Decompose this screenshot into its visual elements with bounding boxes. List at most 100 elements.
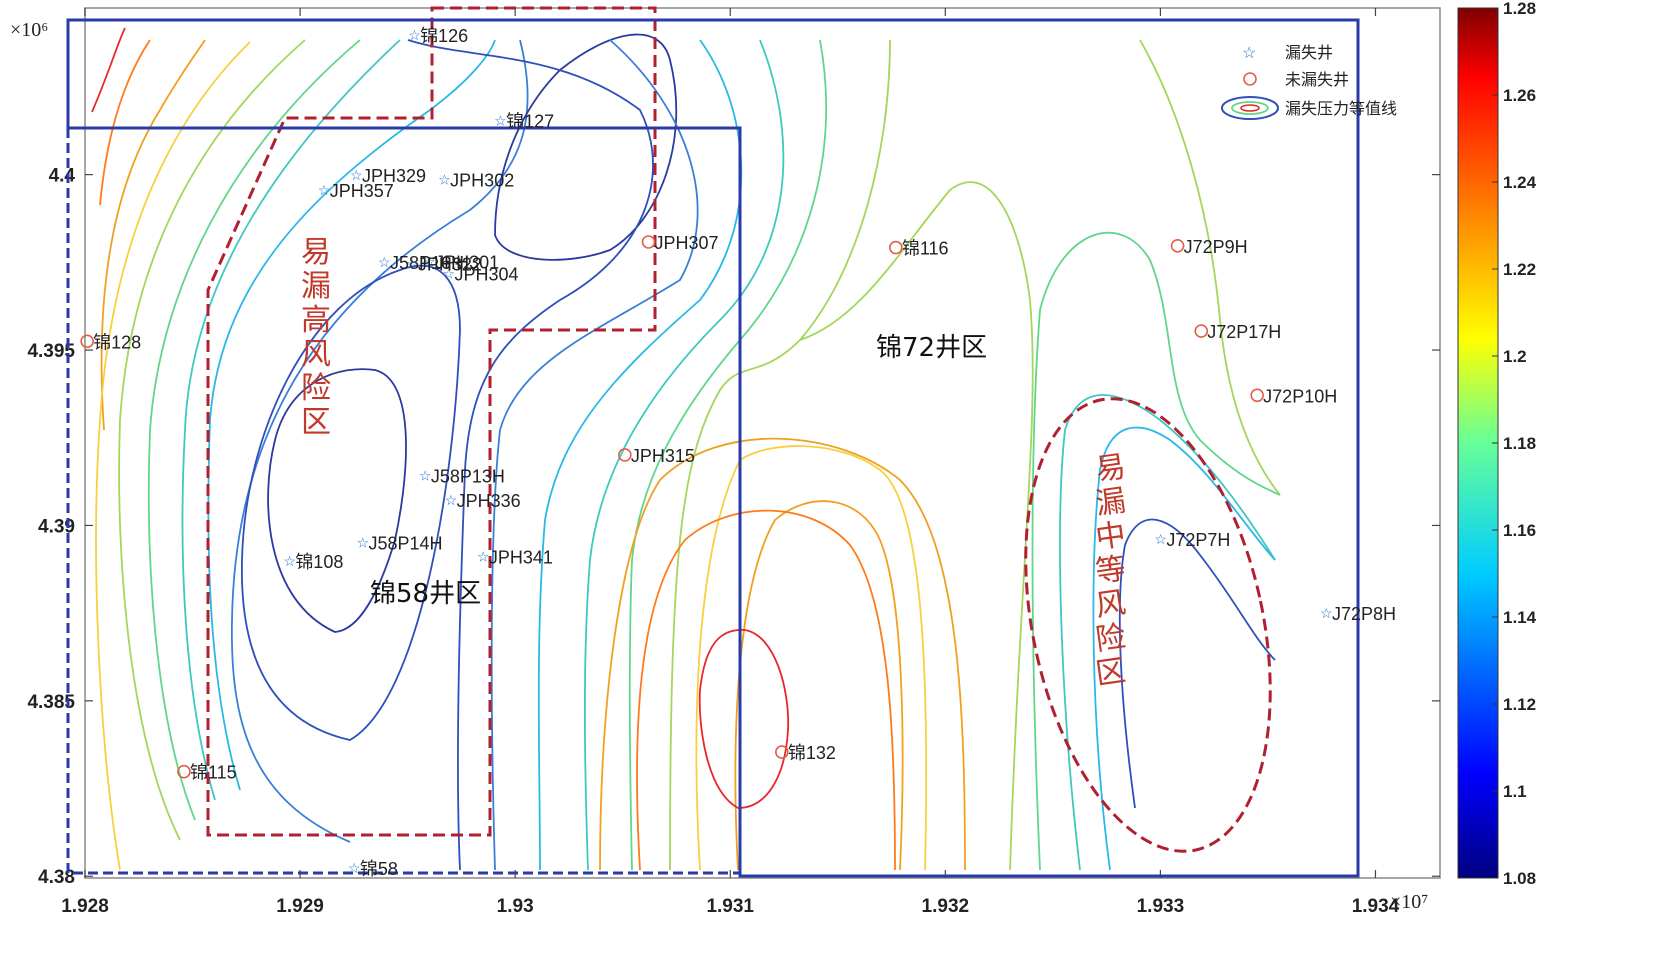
lost-well-marker: ☆: [1320, 605, 1333, 621]
x-tick-label: 1.934: [1352, 896, 1400, 917]
y-tick-label: 4.39: [38, 516, 75, 537]
high-risk-label-char: 险: [301, 371, 331, 406]
colorbar-tick-label: 1.08: [1503, 869, 1536, 888]
colorbar-tick-label: 1.2: [1503, 347, 1527, 366]
well-label: JPH302: [450, 171, 514, 191]
contour-line: [147, 39, 361, 821]
x-tick-label: 1.929: [276, 896, 324, 917]
contour-line: [230, 39, 529, 843]
y-tick-label: 4.4: [49, 166, 76, 187]
plot-frame: [84, 7, 1441, 879]
contour-lines: [91, 27, 1281, 871]
lost-well-marker: ☆: [477, 549, 490, 565]
well-label: JPH322: [418, 255, 482, 275]
high-risk-label-char: 易: [301, 235, 331, 270]
x-tick-label: 1.931: [706, 896, 754, 917]
contour-line: [583, 39, 785, 871]
well-label: J72P8H: [1332, 604, 1396, 624]
well-label: J58P13H: [431, 466, 505, 486]
lost-well-marker: ☆: [442, 266, 455, 282]
high-risk-label-char: 风: [301, 337, 331, 372]
lost-well-marker: ☆: [356, 534, 369, 550]
well-label: JPH304: [454, 265, 518, 285]
legend-label-contour: 漏失压力等值线: [1285, 99, 1397, 118]
high-risk-label-char: 漏: [301, 269, 331, 304]
colorbar-ticks: 1.081.11.121.141.161.181.21.221.241.261.…: [1492, 0, 1537, 888]
not-lost-well-marker: [1170, 239, 1185, 253]
well-label: 锦128: [93, 332, 141, 352]
colorbar-tick-label: 1.12: [1503, 695, 1536, 714]
contour-line: [490, 39, 699, 871]
contour-line: [181, 39, 401, 801]
not-lost-well-marker: [177, 764, 191, 779]
lost-well-marker: ☆: [423, 254, 436, 270]
contour-line: [799, 181, 1034, 871]
well-label: JPH336: [457, 491, 521, 511]
medium-risk-label-char: 区: [1093, 653, 1128, 692]
x-tick-label: 1.933: [1137, 896, 1185, 917]
contour-line: [599, 437, 966, 871]
zone-label-jin58: 锦58井区: [370, 579, 481, 609]
x-tick-label: 1.928: [61, 896, 109, 917]
well-label: 锦116: [902, 239, 949, 259]
contour-line: [95, 41, 251, 871]
legend: ☆ 漏失井 未漏失井 漏失压力等值线: [1221, 43, 1397, 120]
contour-line: [628, 39, 827, 871]
contour-line: [1139, 39, 1281, 496]
y-tick-label: 4.38: [38, 867, 75, 888]
colorbar-tick-label: 1.28: [1503, 0, 1536, 18]
not-lost-well-marker: [1194, 324, 1209, 338]
well-label: J72P10H: [1263, 386, 1337, 406]
well-label: 锦108: [295, 552, 343, 572]
contour-line: [407, 39, 654, 871]
contour-line: [207, 39, 496, 791]
not-lost-well-marker: [775, 745, 789, 759]
well-label: J72P17H: [1207, 322, 1281, 342]
colorbar-tick-label: 1.16: [1503, 521, 1536, 540]
lost-well-marker: ☆: [378, 254, 391, 270]
lost-well-marker: ☆: [406, 256, 419, 272]
well-label: JPH357: [330, 181, 394, 201]
well-label: 锦115: [190, 763, 237, 783]
lost-well-marker: ☆: [438, 172, 451, 188]
colorbar-tick-label: 1.24: [1503, 173, 1537, 192]
colorbar-tick-label: 1.14: [1503, 608, 1537, 627]
well-label: 锦132: [788, 743, 836, 763]
legend-label-not-lost: 未漏失井: [1285, 70, 1349, 89]
contour-line: [240, 264, 461, 741]
contour-line: [100, 39, 206, 431]
zone-label-jin72: 锦72井区: [876, 333, 987, 363]
legend-label-lost: 漏失井: [1285, 43, 1333, 62]
colorbar-tick-label: 1.26: [1503, 86, 1536, 105]
colorbar-tick-label: 1.18: [1503, 434, 1536, 453]
x-tick-label: 1.932: [922, 896, 970, 917]
lost-well-marker: ☆: [494, 112, 507, 128]
colorbar-tick-label: 1.1: [1503, 782, 1527, 801]
y-tick-label: 4.395: [27, 341, 75, 362]
legend-circle-marker: [1243, 72, 1257, 86]
wells: ☆锦126☆锦127☆JPH329☆JPH357☆JPH302☆J58P16H☆…: [80, 26, 1396, 879]
well-label: JPH341: [489, 548, 553, 568]
not-lost-well-marker: [80, 334, 94, 349]
well-label: JPH301: [435, 253, 499, 273]
lost-well-marker: ☆: [408, 27, 421, 43]
high-risk-area-outline: [206, 6, 657, 837]
well-label: JPH329: [362, 166, 426, 186]
lost-well-marker: ☆: [445, 492, 458, 508]
high-risk-label-char: 区: [301, 405, 331, 440]
lost-well-marker: ☆: [350, 167, 363, 183]
contour-line: [695, 445, 928, 871]
contour-line: [494, 33, 678, 261]
not-lost-well-marker: [889, 240, 903, 255]
x-tick-label: 1.93: [497, 896, 534, 917]
contour-line: [636, 509, 896, 871]
well-label: J58P14H: [368, 533, 442, 553]
medium-risk-label-char: 易: [1093, 449, 1128, 488]
lost-well-marker: ☆: [318, 182, 331, 198]
not-lost-well-marker: [641, 235, 656, 249]
contour-line: [1118, 518, 1276, 809]
lost-well-marker: ☆: [1154, 531, 1167, 547]
well-label: JPH307: [655, 233, 719, 253]
well-label: J72P9H: [1184, 237, 1248, 257]
